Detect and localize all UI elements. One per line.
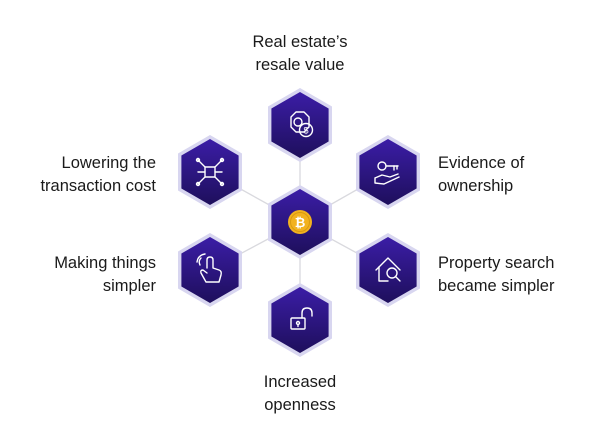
hexagon-upper-right	[356, 135, 420, 209]
hexagon-top: $	[268, 88, 332, 162]
hexagon-upper-left	[178, 135, 242, 209]
network-chip-icon	[195, 157, 225, 187]
svg-text:$: $	[303, 126, 308, 136]
label-upper-left: Lowering the transaction cost	[40, 154, 156, 195]
label-bottom: Increased openness	[263, 373, 337, 414]
label-upper-right: Evidence of ownership	[438, 154, 525, 195]
label-lower-left: Making things simpler	[54, 254, 156, 295]
unlock-icon	[290, 307, 313, 330]
bitcoin-coin-icon: ₿	[288, 210, 312, 234]
hexagon-bottom	[268, 283, 332, 357]
hexagon-center: ₿	[268, 185, 332, 259]
touch-gesture-icon	[196, 253, 222, 283]
coin-symbol: ₿	[295, 216, 306, 231]
gear-dollar-icon: $	[290, 111, 314, 138]
hexagon-lower-right	[356, 233, 420, 307]
label-lower-right: Property search became simpler	[438, 254, 555, 295]
label-top: Real estate’s resale value	[252, 33, 348, 74]
key-hand-icon	[374, 161, 400, 185]
house-search-icon	[375, 257, 401, 282]
hexagon-lower-left	[178, 233, 242, 307]
